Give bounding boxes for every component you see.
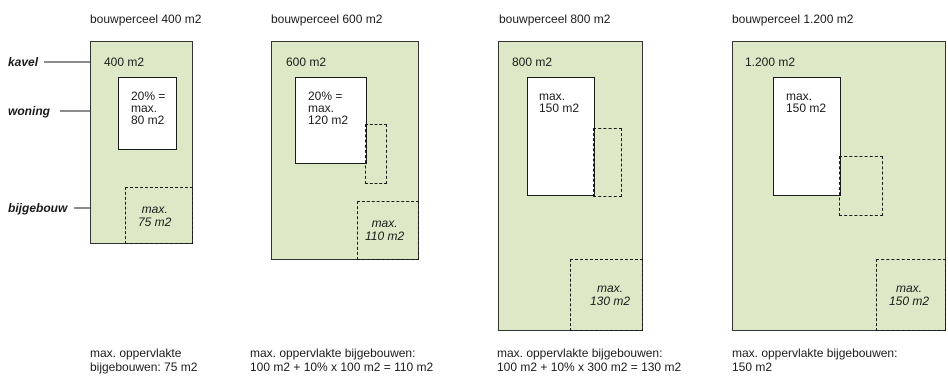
scenario-caption: max. oppervlakte bijgebouwen: 75 m2 — [90, 346, 198, 374]
house-label: max. 150 m2 — [786, 89, 827, 115]
plot-area-label: 400 m2 — [104, 55, 145, 69]
scenario-caption: max. oppervlakte bijgebouwen: 150 m2 — [732, 346, 898, 374]
house-woning — [527, 77, 595, 196]
legend-woning-label: woning — [8, 104, 50, 118]
scenario-caption: max. oppervlakte bijgebouwen: 100 m2 + 1… — [250, 346, 434, 374]
scenario-title: bouwperceel 600 m2 — [271, 12, 383, 26]
house-woning — [773, 77, 841, 196]
house-label: max. 150 m2 — [539, 89, 580, 115]
legend-bijgebouw-label: bijgebouw — [8, 201, 68, 215]
plot-area-label: 1.200 m2 — [745, 55, 796, 69]
annex-label: max. 130 m2 — [590, 281, 631, 308]
house-label: 20% = max. 120 m2 — [308, 89, 349, 127]
house-extension-zone — [365, 124, 387, 184]
annex-bijgebouw — [125, 187, 193, 244]
plot-area-label: 600 m2 — [286, 55, 327, 69]
annex-label: max. 150 m2 — [889, 281, 930, 308]
plot-area-label: 800 m2 — [512, 55, 553, 69]
annex-bijgebouw — [570, 259, 643, 331]
scenario-title: bouwperceel 400 m2 — [90, 12, 202, 26]
scenario-caption: max. oppervlakte bijgebouwen: 100 m2 + 1… — [497, 346, 682, 374]
legend-kavel-label: kavel — [8, 55, 39, 69]
house-extension-zone — [839, 156, 883, 216]
annex-bijgebouw — [876, 259, 946, 331]
annex-label: max. 110 m2 — [365, 216, 405, 243]
annex-label: max. 75 m2 — [138, 202, 172, 229]
scenario-title: bouwperceel 1.200 m2 — [732, 12, 854, 26]
house-woning — [118, 77, 177, 150]
annex-bijgebouw — [357, 201, 419, 260]
scenario-title: bouwperceel 800 m2 — [499, 12, 611, 26]
house-woning — [295, 77, 367, 164]
house-extension-zone — [593, 128, 622, 197]
house-label: 20% = max. 80 m2 — [131, 89, 166, 127]
